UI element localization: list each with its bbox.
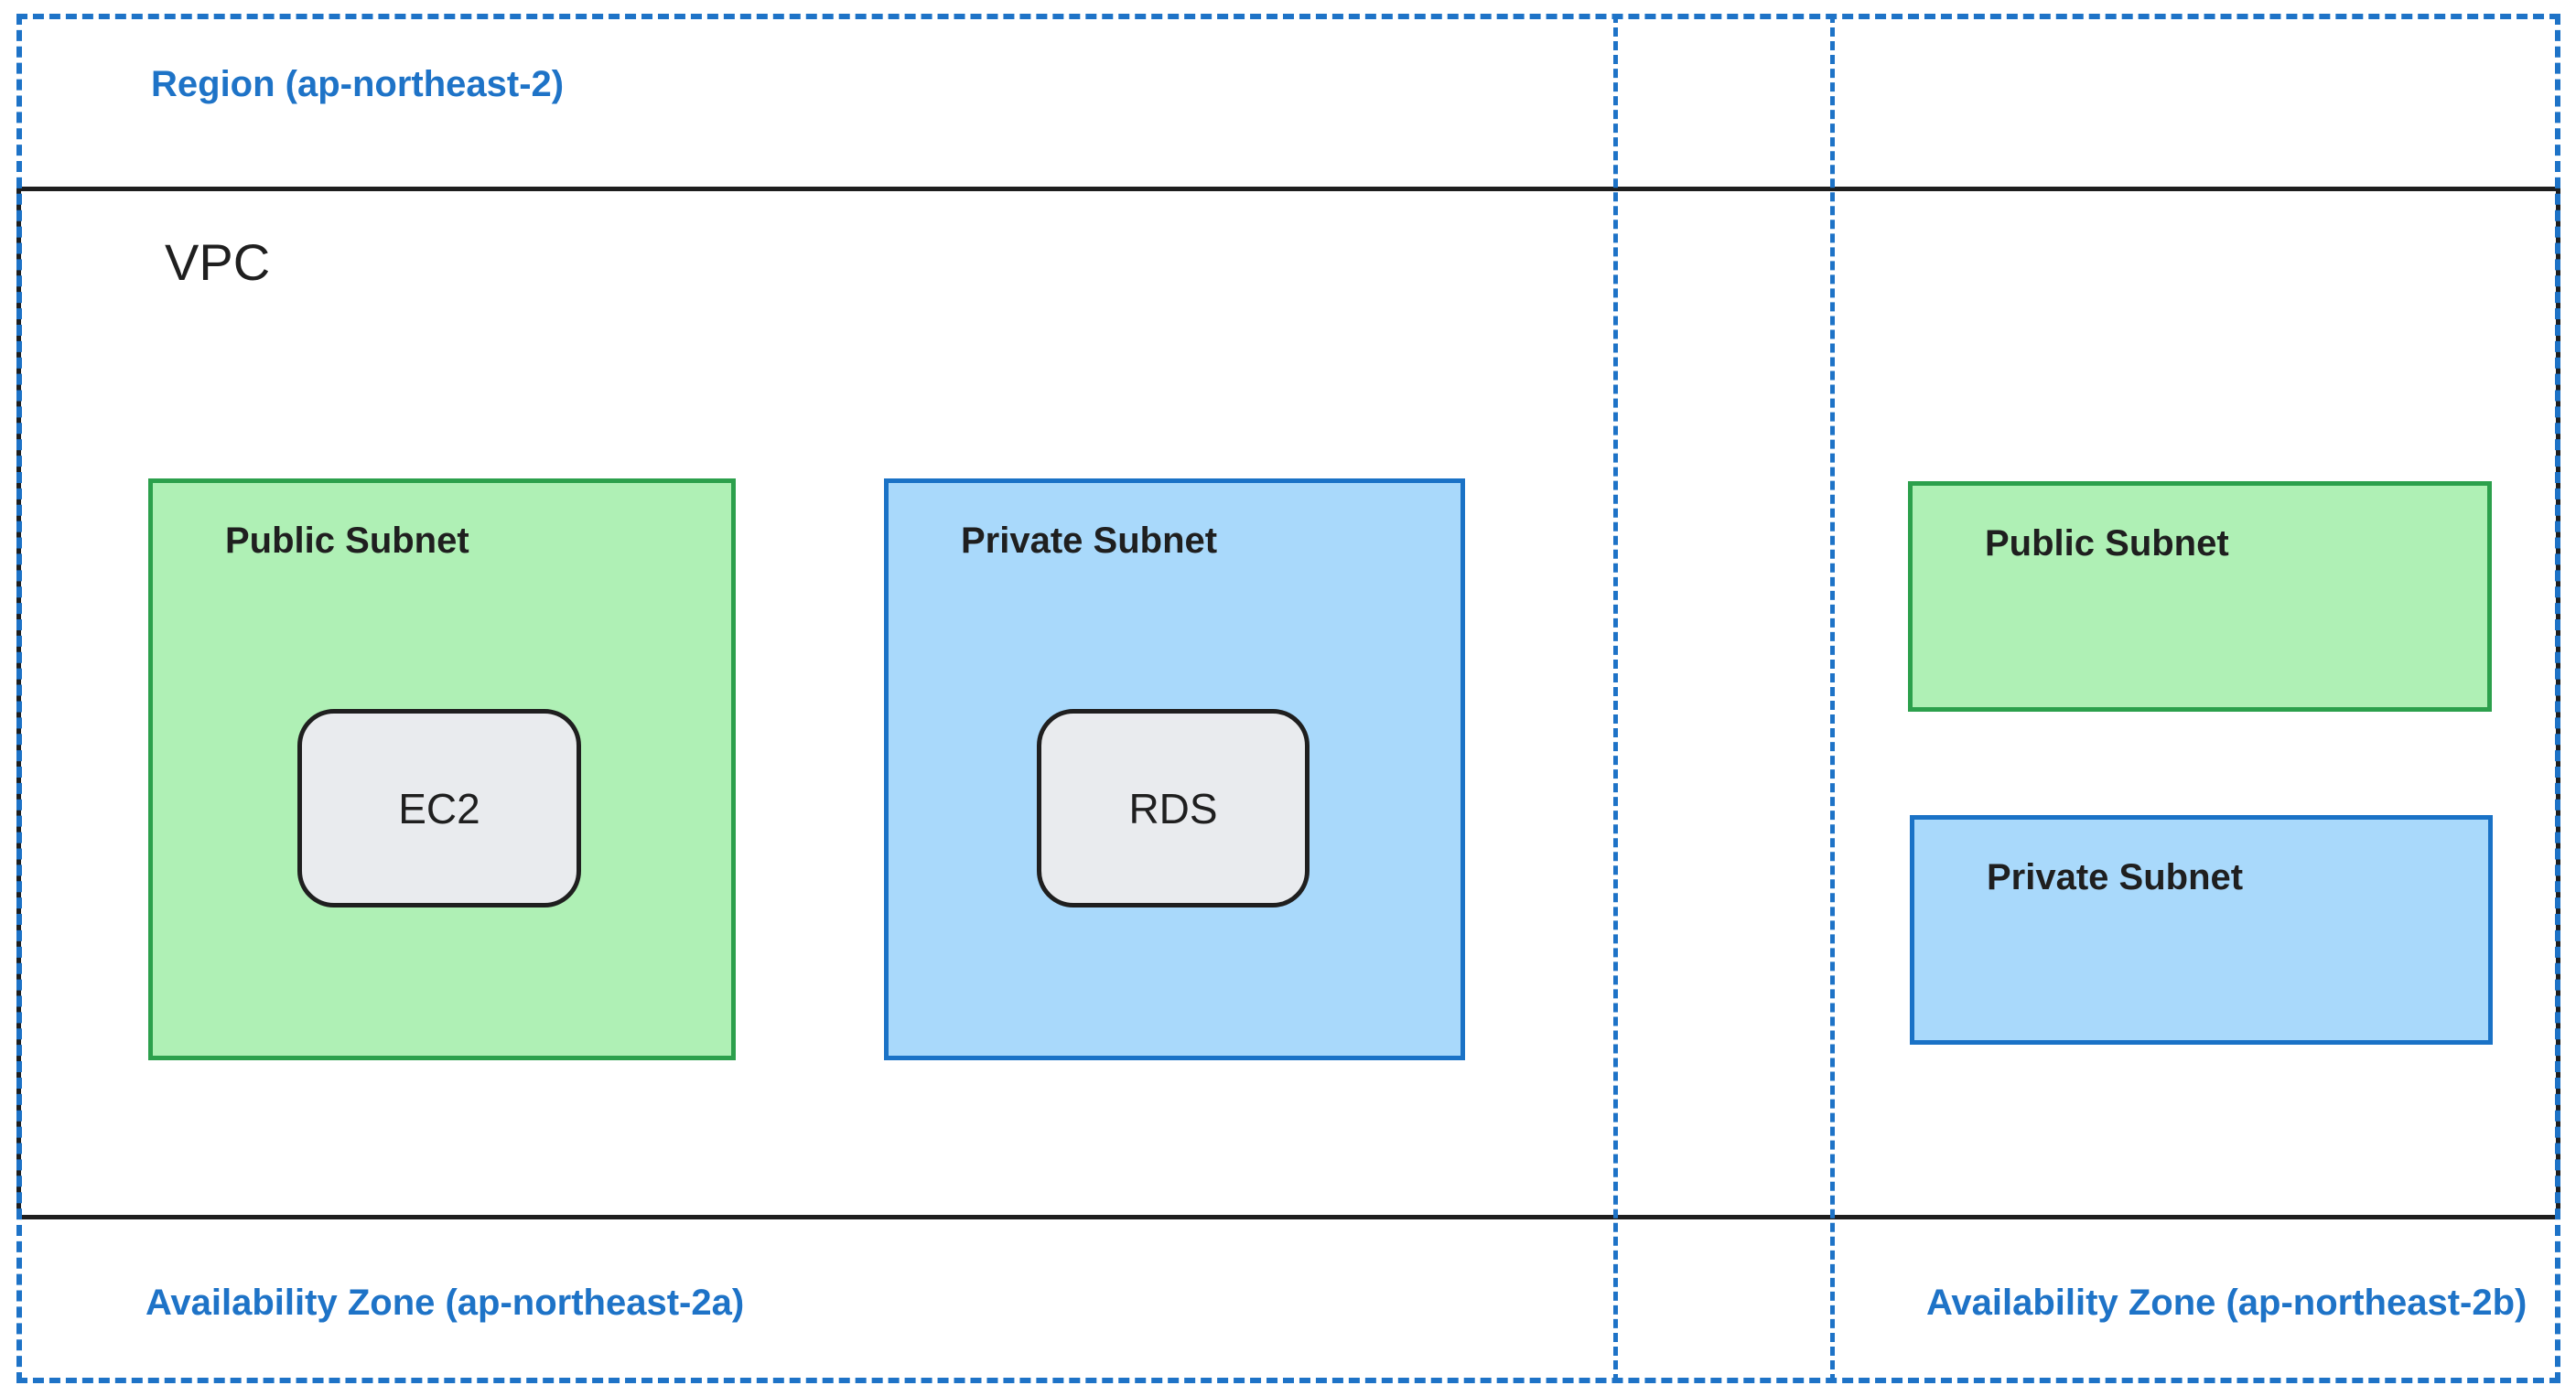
public-subnet-a: Public Subnet EC2 — [148, 478, 736, 1060]
region-label: Region (ap-northeast-2) — [151, 64, 565, 104]
public-subnet-b: Public Subnet — [1908, 481, 2492, 712]
rds-node: RDS — [1037, 709, 1310, 907]
vpc-label: VPC — [165, 233, 271, 291]
ec2-node-label: EC2 — [398, 784, 480, 832]
public-subnet-b-label: Public Subnet — [1985, 523, 2229, 564]
rds-node-label: RDS — [1128, 784, 1218, 832]
private-subnet-b: Private Subnet — [1910, 815, 2493, 1045]
availability-zone-a-label: Availability Zone (ap-northeast-2a) — [146, 1283, 745, 1323]
private-subnet-a: Private Subnet RDS — [884, 478, 1465, 1060]
ec2-node: EC2 — [297, 709, 581, 907]
private-subnet-a-label: Private Subnet — [961, 521, 1218, 561]
private-subnet-b-label: Private Subnet — [1987, 857, 2244, 897]
public-subnet-a-label: Public Subnet — [225, 521, 469, 561]
availability-zone-b-label: Availability Zone (ap-northeast-2b) — [1926, 1283, 2527, 1323]
